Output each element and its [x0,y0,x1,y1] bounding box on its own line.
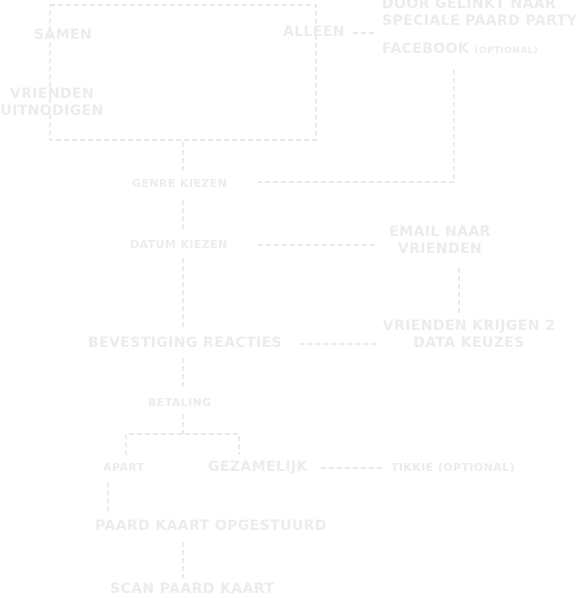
node-vrienden-krijgen: VRIENDEN KRIJGEN 2 DATA KEUZES [380,318,558,352]
node-door-gelinkt-line2: SPECIALE PAARD PARTY [382,12,578,29]
node-paard-kaart-opgestuurd: PAARD KAART OPGESTUURD [95,518,327,534]
node-datum-kiezen: DATUM KIEZEN [130,238,228,251]
node-facebook: FACEBOOK (OPTIONAL) [382,41,538,58]
node-alleen: ALLEEN [283,24,345,40]
node-door-gelinkt: DOOR GELINKT NAAR SPECIALE PAARD PARTY [382,0,577,30]
node-scan-paard-kaart: SCAN PAARD KAART [110,581,275,597]
node-vrienden-uitnodigen-line1: VRIENDEN [9,86,95,102]
node-genre-kiezen: GENRE KIEZEN [132,177,228,190]
connector-facebook-genre [258,70,455,183]
node-vrienden-uitnodigen: VRIENDEN UITNODIGEN [0,86,104,120]
node-door-gelinkt-line1: DOOR GELINKT NAAR [382,0,557,12]
connector-split [125,433,240,455]
node-vrienden-krijgen-line1: VRIENDEN KRIJGEN 2 [382,318,556,334]
node-facebook-label: FACEBOOK [382,41,470,57]
connector-top-box [49,4,317,141]
node-apart: APART [103,461,145,474]
node-facebook-note: (OPTIONAL) [474,46,539,56]
node-tikkie: TIKKIE (OPTIONAL) [391,461,516,474]
node-bevestiging-reacties: BEVESTIGING REACTIES [88,335,283,351]
node-email-naar-vrienden: EMAIL NAAR VRIENDEN [384,224,496,258]
node-email-line2: VRIENDEN [397,240,483,257]
node-vrienden-uitnodigen-line2: UITNODIGEN [0,102,104,119]
node-samen: SAMEN [34,27,93,43]
node-email-line1: EMAIL NAAR [389,224,491,240]
node-vrienden-krijgen-line2: DATA KEUZES [413,334,525,351]
node-betaling: BETALING [148,396,212,409]
node-gezamelijk: GEZAMELIJK [208,459,308,475]
